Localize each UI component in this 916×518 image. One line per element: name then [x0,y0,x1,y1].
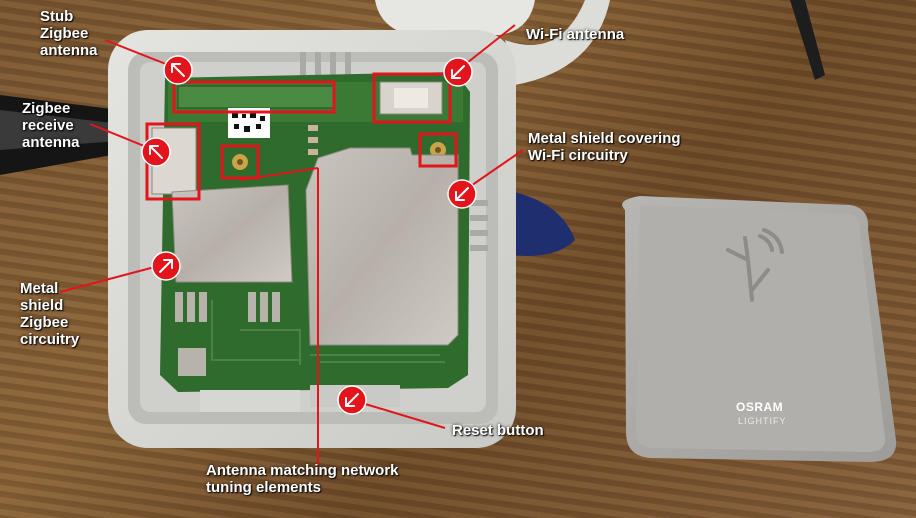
label-metal-shield-zigbee: Metal shield Zigbee circuitry [20,280,80,348]
screwdriver-tip [790,0,825,80]
device-lid [622,196,897,462]
highlight-boxes [145,72,458,201]
label-reset-button: Reset button [452,422,544,439]
zigbee-metal-shield [171,184,293,283]
label-metal-shield-wifi: Metal shield covering Wi-Fi circuitry [528,130,681,164]
label-zigbee-receive-antenna: Zigbee receive antenna [22,100,80,151]
lid-brand-logo: OSRAM [736,400,784,414]
housing-vent-slots [300,52,488,251]
lid-product-name: LIGHTIFY [738,416,787,426]
label-stub-zigbee-antenna: Stub Zigbee antenna [40,8,98,59]
wifi-metal-shield [305,147,459,346]
label-wifi-antenna: Wi-Fi antenna [526,26,625,43]
pcb-solder-pads [175,292,280,376]
callout-arrows [149,63,469,407]
callout-markers [141,55,477,415]
blue-cloth [505,190,575,256]
pcb-traces [211,300,445,365]
white-cylinder-background [375,0,610,85]
label-antenna-matching-network: Antenna matching network tuning elements [206,462,399,496]
pliers [0,95,140,175]
